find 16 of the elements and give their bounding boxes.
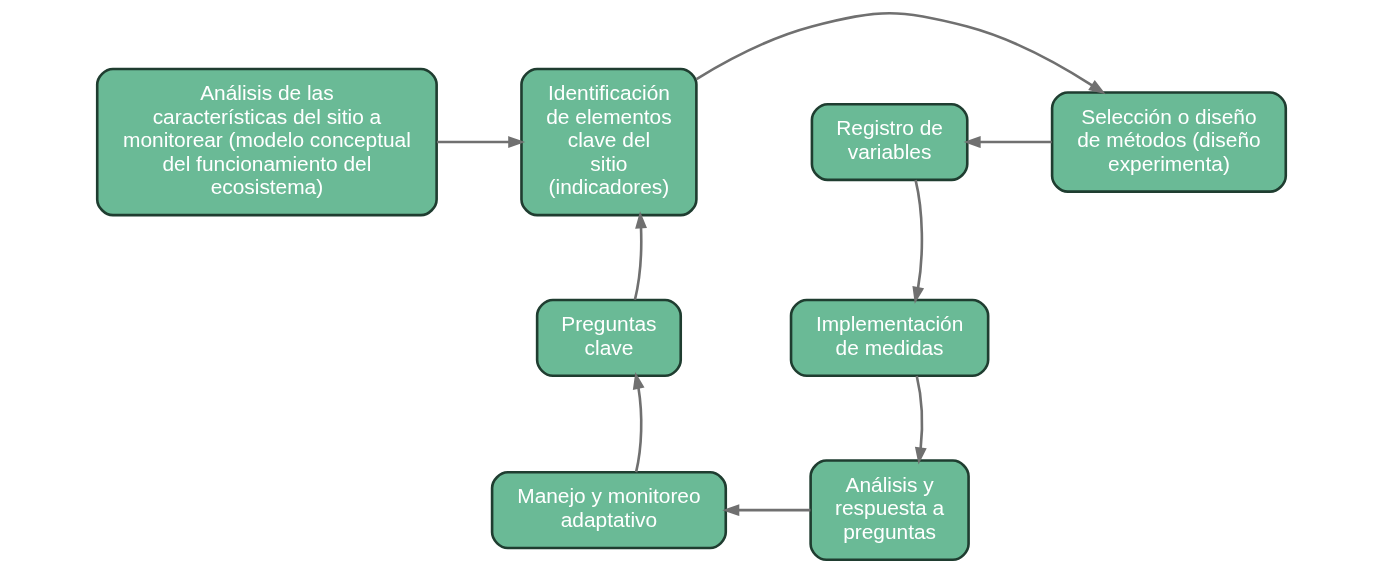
arrow <box>633 211 647 301</box>
node-box: Preguntas clave <box>535 298 683 377</box>
arrow <box>912 179 925 304</box>
node-box: Análisis de las características del sitio a monitorear (modelo conceptual del funcionamiento del ecosistema) <box>95 67 438 217</box>
node-box: Identificación de elementos clave del sitio (indicadores) <box>520 67 698 217</box>
node-box: Análisis y respuesta a preguntas <box>809 459 970 562</box>
arrow <box>722 504 811 517</box>
node-box: Manejo y monitoreo adaptativo <box>490 471 728 550</box>
arrow <box>963 136 1052 148</box>
node-box: Implementación de medidas <box>789 298 990 377</box>
node-box: Selección o diseño de métodos (diseño experimenta) <box>1050 91 1288 193</box>
arrow <box>914 375 927 465</box>
node-box: Registro de variables <box>810 102 969 182</box>
arrow <box>632 372 645 473</box>
arrow <box>695 11 1106 95</box>
arrow <box>436 136 526 148</box>
